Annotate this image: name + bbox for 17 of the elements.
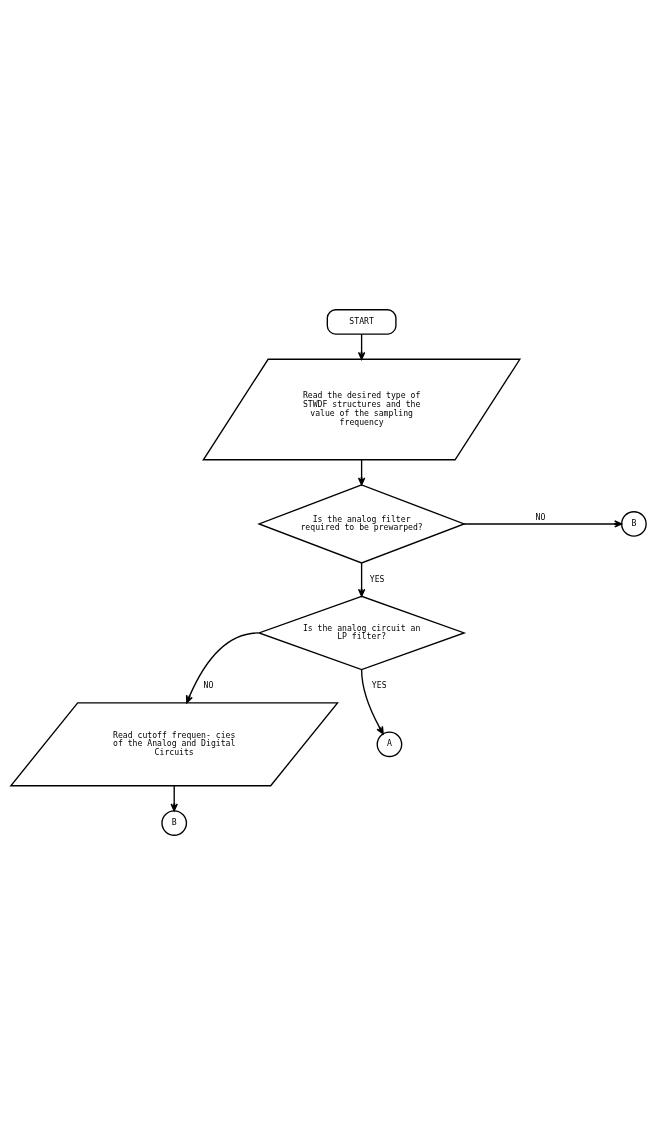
arrow <box>357 562 366 597</box>
edge-label: NO <box>535 511 546 522</box>
edge-label: YES <box>371 680 387 691</box>
node-circle: B <box>621 511 647 537</box>
arrow <box>185 632 260 704</box>
edge-label: YES <box>369 573 385 584</box>
arrow <box>357 333 366 360</box>
arrow <box>463 520 623 528</box>
node-circle: A <box>376 731 403 758</box>
node-diamond: Is the analog filter required to be prewarped? <box>257 484 467 564</box>
node-circle: B <box>161 810 188 836</box>
arrow <box>357 459 366 486</box>
node-box: START <box>326 309 397 335</box>
arrow <box>360 668 384 735</box>
arrow <box>170 785 178 812</box>
node-diamond: Is the analog circuit an LP filter? <box>257 595 467 671</box>
edge-label: NO <box>203 680 214 691</box>
